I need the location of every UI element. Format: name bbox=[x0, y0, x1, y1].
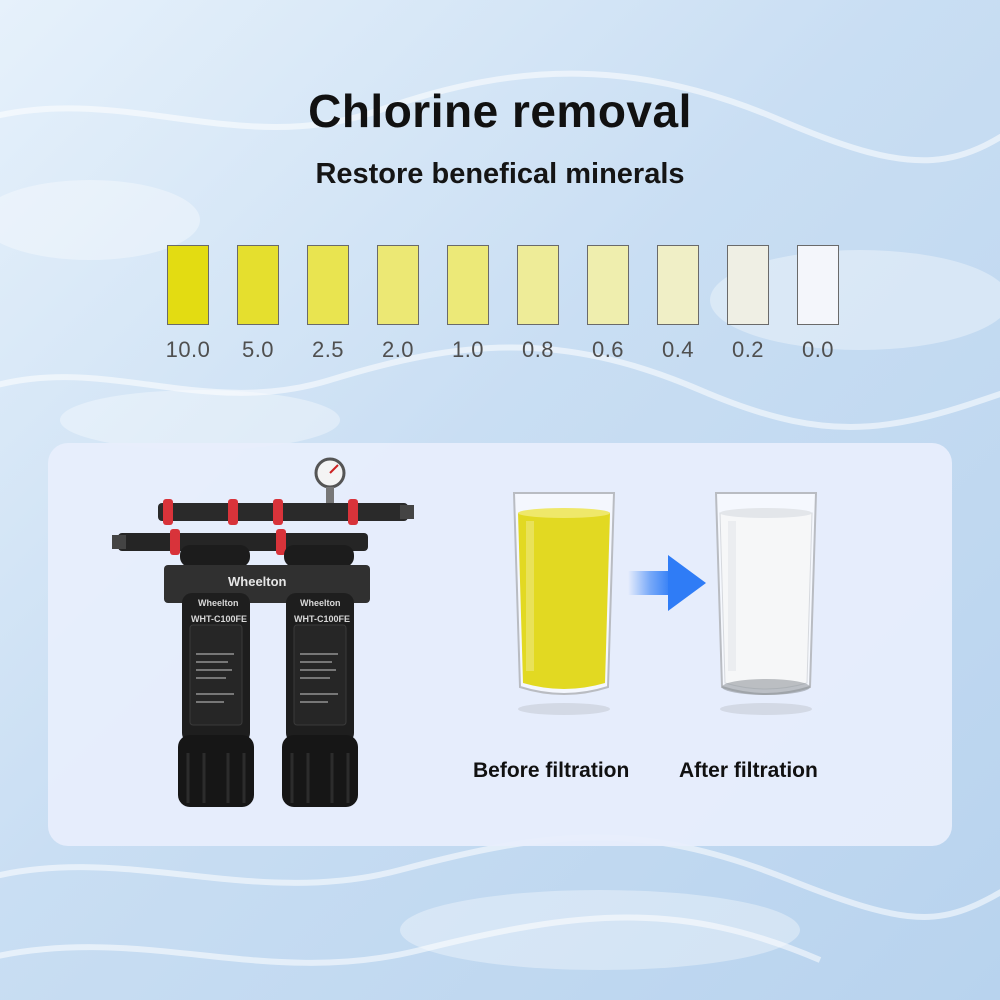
filter-brand-left: Wheelton bbox=[198, 598, 239, 608]
swatch-box bbox=[307, 245, 349, 325]
brand-logo: Wheelton bbox=[228, 574, 287, 589]
swatch-label: 2.5 bbox=[311, 337, 345, 362]
swatch-box bbox=[797, 245, 839, 325]
swatch-label: 1.0 bbox=[451, 337, 485, 362]
water-filter-unit bbox=[112, 457, 414, 807]
scale-item-2: 2.0 bbox=[368, 245, 428, 363]
scale-item-10: 10.0 bbox=[158, 245, 218, 363]
swatch-label: 0.2 bbox=[731, 337, 765, 362]
swatch-label: 10.0 bbox=[165, 337, 211, 362]
swatch-label: 2.0 bbox=[381, 337, 415, 362]
swatch-box bbox=[237, 245, 279, 325]
swatch-box bbox=[517, 245, 559, 325]
scale-item-1: 1.0 bbox=[438, 245, 498, 363]
scale-item-0-2: 0.2 bbox=[718, 245, 778, 363]
swatch-label: 5.0 bbox=[241, 337, 275, 362]
swatch-label: 0.8 bbox=[521, 337, 555, 362]
swatch-label: 0.6 bbox=[591, 337, 625, 362]
scale-item-2-5: 2.5 bbox=[298, 245, 358, 363]
before-glass bbox=[512, 492, 616, 715]
swatch-box bbox=[657, 245, 699, 325]
scale-item-0-4: 0.4 bbox=[648, 245, 708, 363]
swatch-box bbox=[587, 245, 629, 325]
after-glass bbox=[714, 492, 818, 715]
scale-item-0-6: 0.6 bbox=[578, 245, 638, 363]
filter-model-right: WHT-C100FE bbox=[294, 614, 351, 624]
chlorine-color-scale: 10.0 5.0 2.5 2.0 1.0 0.8 0.6 0.4 0.2 0.0 bbox=[158, 245, 858, 365]
filter-brand-right: Wheelton bbox=[300, 598, 341, 608]
page-title: Chlorine removal bbox=[308, 85, 692, 137]
swatch-label: 0.4 bbox=[661, 337, 695, 362]
arrow-right-icon bbox=[628, 555, 706, 611]
after-filtration-label: After filtration bbox=[679, 759, 818, 782]
page-subtitle: Restore benefical minerals bbox=[315, 158, 685, 190]
swatch-box bbox=[167, 245, 209, 325]
swatch-label: 0.0 bbox=[801, 337, 835, 362]
before-filtration-label: Before filtration bbox=[473, 759, 630, 782]
scale-item-0-8: 0.8 bbox=[508, 245, 568, 363]
swatch-box bbox=[727, 245, 769, 325]
scale-item-5: 5.0 bbox=[228, 245, 288, 363]
swatch-box bbox=[377, 245, 419, 325]
swatch-box bbox=[447, 245, 489, 325]
scale-item-0: 0.0 bbox=[788, 245, 848, 363]
comparison-panel: Wheelton Wheelton WHT-C100FE Wheelton WH… bbox=[48, 443, 952, 846]
filter-model-left: WHT-C100FE bbox=[191, 614, 248, 624]
